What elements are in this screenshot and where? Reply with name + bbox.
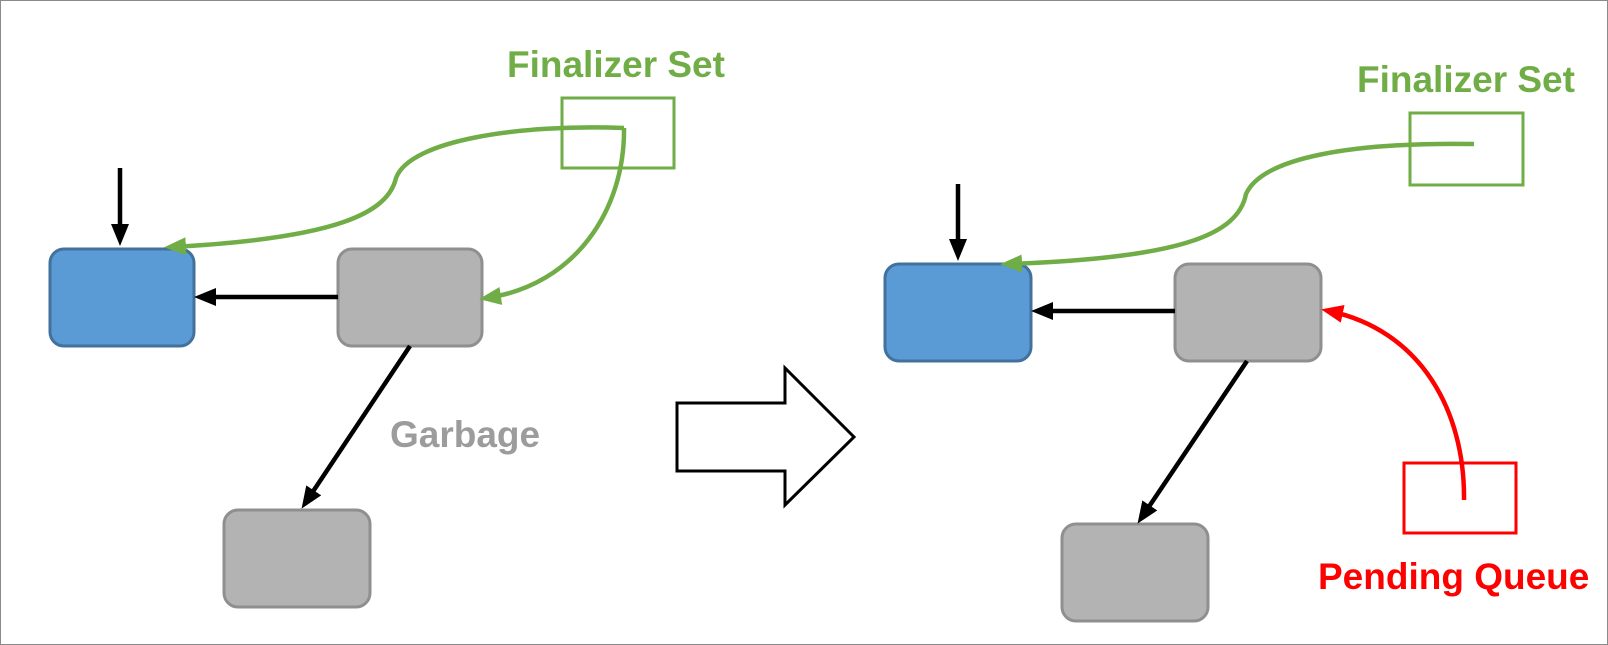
pending-queue-reference-arrow bbox=[1321, 305, 1467, 501]
live-object bbox=[48, 247, 196, 348]
finalizer-reference-arrow bbox=[1000, 141, 1475, 273]
reference-arrow bbox=[1137, 359, 1249, 524]
garbage-object bbox=[1060, 522, 1210, 623]
finalizer-set-label: Finalizer Set bbox=[1357, 59, 1575, 100]
finalizer-reference-arrow bbox=[164, 125, 625, 256]
finalizer-set-label: Finalizer Set bbox=[507, 44, 725, 85]
garbage-object bbox=[222, 508, 372, 609]
finalizer-reference-arrow bbox=[479, 127, 627, 305]
garbage-label: Garbage bbox=[390, 414, 540, 455]
pending-queue-label: Pending Queue bbox=[1318, 556, 1589, 597]
pending-queue-box bbox=[1402, 461, 1518, 535]
finalizable-object bbox=[1173, 262, 1323, 363]
before-panel: Finalizer Set Garbage bbox=[48, 44, 725, 609]
live-object bbox=[883, 262, 1033, 363]
right-block-arrow-icon bbox=[675, 364, 857, 509]
finalizer-set-box bbox=[560, 96, 676, 170]
after-panel: Finalizer Set Pending Queue bbox=[883, 59, 1589, 623]
reference-arrow bbox=[301, 344, 412, 509]
finalizable-object bbox=[336, 247, 484, 348]
finalizer-set-box bbox=[1408, 111, 1525, 187]
